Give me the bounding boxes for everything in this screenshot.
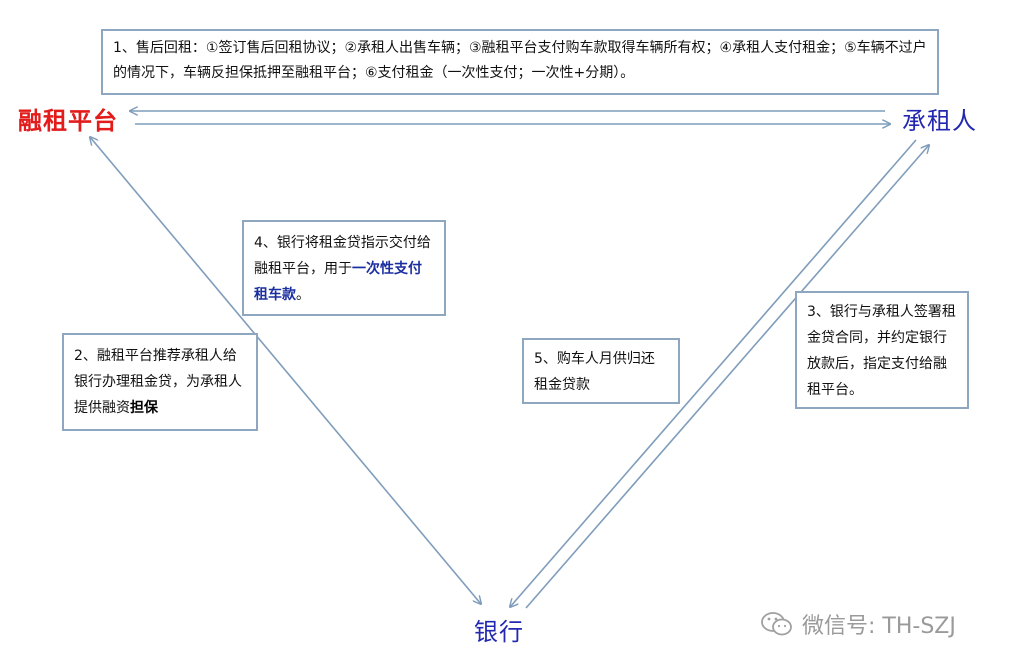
wechat-icon [761, 612, 792, 636]
box-step3: 3、银行与承租人签署租金贷合同，并约定银行放款后，指定支付给融租平台。 [795, 291, 969, 409]
node-platform: 融租平台 [18, 107, 118, 135]
watermark: 微信号: TH-SZJ [760, 608, 956, 640]
node-lessee: 承租人 [902, 107, 977, 135]
box-step4-text: 4、银行将租金贷指示交付给融租平台，用于 [254, 235, 431, 277]
box-step5: 5、购车人月供归还租金贷款 [522, 338, 680, 404]
box-step2-emphasis: 担保 [130, 400, 158, 416]
box-step2: 2、融租平台推荐承租人给银行办理租金贷，为承租人提供融资担保 [62, 333, 258, 431]
box-step3-text: 3、银行与承租人签署租金贷合同，并约定银行放款后，指定支付给融租平台。 [807, 304, 956, 398]
box-step4-tail: 。 [296, 287, 310, 303]
box-step5-text: 5、购车人月供归还租金贷款 [534, 351, 655, 393]
box-step4: 4、银行将租金贷指示交付给融租平台，用于一次性支付租车款。 [242, 220, 446, 316]
box-sale-leaseback-text: 1、售后回租：①签订售后回租协议；②承租人出售车辆；③融租平台支付购车款取得车辆… [113, 40, 927, 81]
box-step2-text: 2、融租平台推荐承租人给银行办理租金贷，为承租人提供融资 [74, 348, 242, 416]
node-bank: 银行 [474, 618, 524, 646]
watermark-text: 微信号: TH-SZJ [802, 614, 956, 639]
box-step4-emphasis: 一次性支付租车款 [254, 261, 422, 303]
arrow-bank-to-lessee [525, 145, 929, 609]
box-sale-leaseback: 1、售后回租：①签订售后回租协议；②承租人出售车辆；③融租平台支付购车款取得车辆… [101, 29, 939, 95]
arrow-lessee-to-bank [510, 139, 917, 607]
arrow-platform-bank [90, 137, 481, 604]
